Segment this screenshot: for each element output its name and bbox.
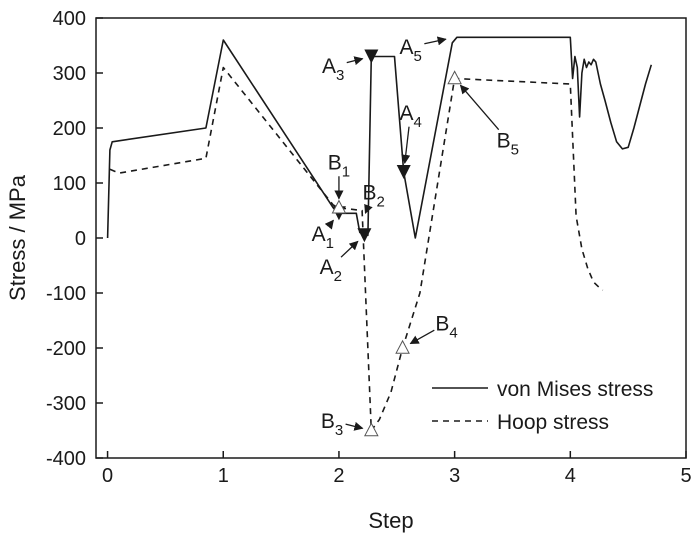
arrow-b2 — [364, 203, 373, 214]
point-a2: A2 — [320, 228, 372, 285]
x-axis-label: Step — [368, 508, 413, 533]
point-b5: B5 — [447, 70, 519, 158]
label-a4: A4 — [399, 102, 421, 131]
y-tick-label: -100 — [46, 283, 86, 305]
arrow-b3 — [345, 421, 364, 431]
tick-labels: 0 1 2 3 4 5 -400 -300 -200 -100 0 100 200 300 400 — [46, 8, 692, 487]
y-tick-label: 400 — [53, 8, 86, 30]
point-b2: B2 — [362, 182, 385, 214]
y-tick-label: 100 — [53, 173, 86, 195]
label-a5: A5 — [399, 36, 421, 65]
hoop-stress-series-line — [109, 66, 604, 432]
y-tick-label: -300 — [46, 393, 86, 415]
x-tick-label: 2 — [333, 465, 344, 487]
marker-a4 — [396, 165, 411, 179]
legend-label-hoop: Hoop stress — [497, 411, 609, 434]
label-b4: B4 — [435, 312, 457, 341]
label-a2: A2 — [320, 256, 342, 285]
arrow-a3 — [346, 56, 364, 66]
arrow-a1 — [324, 219, 334, 230]
marker-b1 — [331, 199, 347, 214]
point-a4: A4 — [396, 102, 422, 179]
y-tick-label: 200 — [53, 118, 86, 140]
y-tick-label: 300 — [53, 63, 86, 85]
marker-b3 — [364, 422, 379, 437]
x-tick-label: 5 — [680, 465, 691, 487]
arrow-a4 — [401, 126, 411, 164]
arrow-b5 — [459, 84, 500, 131]
marker-b4 — [395, 339, 410, 354]
legend: von Mises stress Hoop stress — [432, 378, 653, 434]
x-tick-label: 1 — [218, 465, 229, 487]
label-a1: A1 — [312, 223, 334, 252]
point-b3: B3 — [321, 410, 379, 439]
label-b2: B2 — [362, 182, 384, 211]
arrow-a5 — [424, 36, 447, 46]
point-a5: A5 — [399, 36, 447, 65]
x-tick-label: 0 — [102, 465, 113, 487]
point-b4: B4 — [395, 312, 458, 354]
y-tick-label: 0 — [75, 228, 86, 250]
legend-label-von-mises: von Mises stress — [497, 378, 653, 401]
label-b1: B1 — [328, 151, 350, 180]
point-b1: B1 — [328, 151, 350, 214]
ticks — [96, 17, 687, 459]
y-axis-label: Stress / MPa — [5, 174, 30, 301]
marker-a2 — [357, 228, 372, 243]
point-a3: A3 — [322, 49, 379, 84]
arrow-a2 — [340, 240, 359, 258]
y-tick-label: -200 — [46, 338, 86, 360]
series-layer — [106, 36, 653, 432]
x-tick-label: 3 — [449, 465, 460, 487]
x-tick-label: 4 — [565, 465, 576, 487]
label-b5: B5 — [497, 129, 519, 158]
y-tick-label: -400 — [46, 448, 86, 470]
arrow-b4 — [409, 329, 435, 345]
label-a3: A3 — [322, 55, 344, 84]
marker-b5 — [447, 70, 462, 85]
label-b3: B3 — [321, 410, 343, 439]
marker-a3 — [364, 49, 379, 64]
